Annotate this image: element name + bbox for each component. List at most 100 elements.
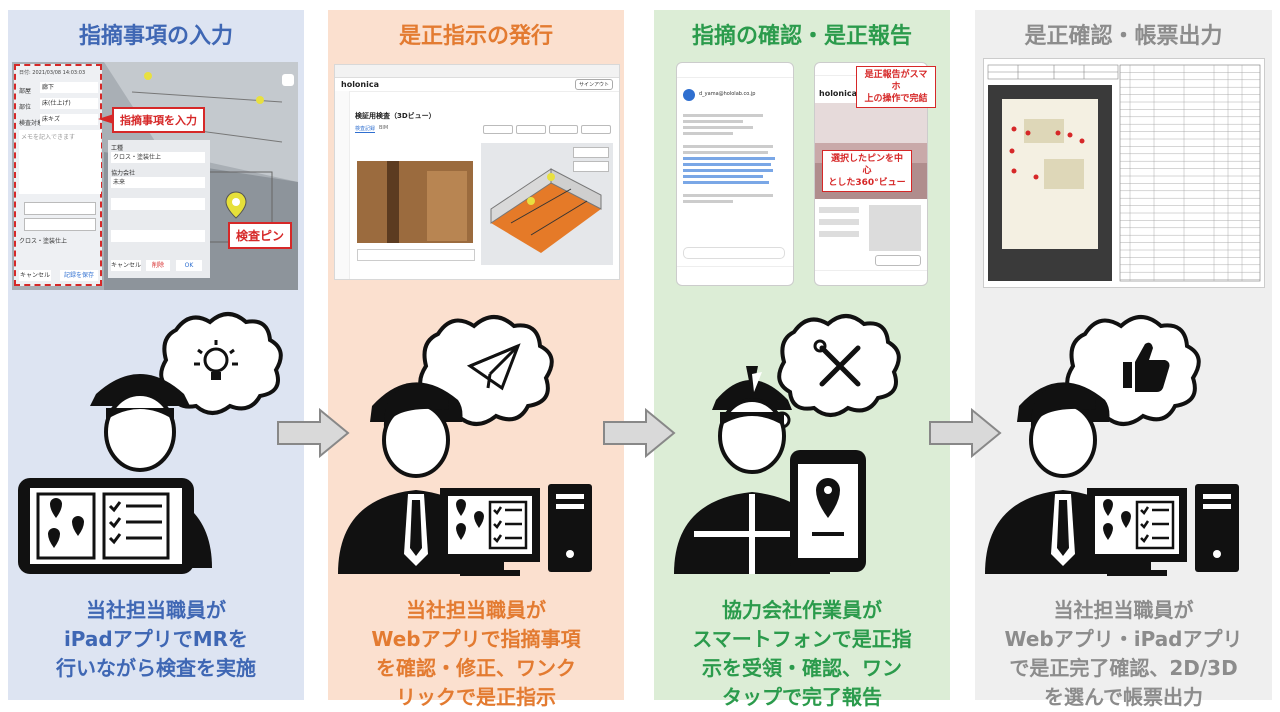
save-record-button[interactable]: 記録を保存 (60, 270, 98, 281)
floor-select[interactable] (357, 249, 475, 261)
detail-row (819, 219, 859, 225)
mail-sender: d_yama@hololab.co.jp (699, 91, 756, 97)
callout-report: 是正報告がスマホ 上の操作で完結 (856, 66, 936, 108)
floor-label: 部屋 (19, 88, 32, 95)
work-field[interactable]: クロス・塗装仕上 (111, 152, 205, 163)
flow-arrow-right-icon (277, 408, 350, 458)
panel-title: 是正指示の発行 (398, 24, 553, 49)
staff-illustration (338, 315, 592, 576)
panel-inspection-input: 指摘事項の入力 日付: 2021/03/08 14:03:03 部屋 廊下 部位… (8, 10, 304, 700)
work-label: 工種 (111, 145, 124, 152)
web-app-screenshot: holonica サインアウト 検証用検査（3Dビュー） 検査記録 BIM (334, 64, 620, 280)
cancel-button[interactable]: キャンセル (19, 270, 51, 281)
tools-icon (813, 339, 861, 387)
detail-form: 工種 クロス・塗装仕上 協力会社 未来 キャンセル 削除 OK (108, 140, 210, 278)
caption-line: で是正完了確認、2D/3D (1009, 656, 1238, 680)
view-button-1[interactable] (573, 147, 609, 158)
panel-confirm-output: 是正確認・帳票出力 (975, 10, 1272, 709)
filter-bar (483, 125, 611, 134)
part-label: 部位 (19, 104, 32, 111)
lightbulb-icon (194, 340, 238, 380)
callout-360-view: 選択したピンを中心 とした360°ビュー (822, 150, 912, 192)
date-field-2[interactable] (111, 230, 205, 242)
tab-bim[interactable]: BIM (379, 125, 389, 131)
app-header: holonica サインアウト (335, 77, 619, 92)
paper-plane-icon (466, 343, 521, 391)
flow-arrow-right-icon (603, 408, 676, 458)
avatar (683, 89, 695, 101)
caption-line: 協力会社作業員が (722, 598, 882, 622)
view-button-2[interactable] (573, 161, 609, 172)
callout-line: 上の操作で完結 (864, 94, 928, 104)
cancel-button-2[interactable]: キャンセル (111, 260, 142, 271)
flow-arrow-right-icon (929, 408, 1002, 458)
part-field[interactable]: 床(仕上げ) (40, 98, 98, 109)
app-name: holonica (819, 89, 858, 98)
ipad-mr-screenshot: 日付: 2021/03/08 14:03:03 部屋 廊下 部位 床(仕上げ) … (12, 62, 298, 290)
detail-photo (869, 205, 921, 251)
callout-line: 選択したピンを中心 (830, 154, 903, 176)
location-icon[interactable] (282, 74, 294, 86)
callout-pin: 検査ピン (228, 222, 293, 249)
caption-line: を確認・修正、ワンク (376, 656, 576, 680)
caption-line: リックで是正指示 (396, 685, 556, 709)
reply-input[interactable] (683, 247, 785, 259)
app-name: holonica (341, 80, 380, 89)
panel-title: 指摘の確認・是正報告 (691, 24, 912, 49)
filter-status[interactable] (483, 125, 513, 134)
target-field[interactable]: 床キズ (40, 114, 98, 125)
company-field[interactable]: 未来 (111, 177, 205, 188)
filter-company[interactable] (515, 125, 546, 134)
thumbs-up-icon (1123, 342, 1170, 392)
inspection-photo (357, 161, 473, 243)
caption-line: 当社担当職員が (1053, 598, 1194, 622)
callout-input: 指摘事項を入力 (112, 107, 205, 133)
sign-out-button[interactable]: サインアウト (574, 79, 613, 90)
floor-field[interactable]: 廊下 (40, 82, 98, 93)
panel-correction-order: 是正指示の発行 holonica サインアウト 検証用検査（3Dビュー） 検査記… (328, 10, 624, 709)
memo-textarea[interactable]: メモを記入できます (19, 130, 101, 194)
caption-line: 当社担当職員が (406, 598, 546, 622)
work-summary: クロス・塗装仕上 (19, 238, 68, 245)
caption-line: タップで完了報告 (722, 685, 882, 709)
bim-model (490, 168, 602, 253)
inspector-illustration (18, 312, 283, 574)
panel-confirm-report: 指摘の確認・是正報告 d_yama@hololab.co.jp holonica (654, 10, 950, 709)
page-title: 検証用検査（3Dビュー） (355, 112, 436, 120)
detail-row (819, 207, 859, 213)
filter-memo[interactable] (548, 125, 579, 134)
photo-shoot-button[interactable] (875, 255, 921, 266)
panel-caption: 協力会社作業員が スマートフォンで是正指 示を受領・確認、ワン タップで完了報告 (658, 596, 946, 712)
target-label: 検査対象 (19, 120, 44, 127)
mail-body (683, 111, 783, 206)
filter-all[interactable] (581, 125, 611, 134)
tab-record[interactable]: 検査記録 (355, 126, 376, 133)
inspection-form: 日付: 2021/03/08 14:03:03 部屋 廊下 部位 床(仕上げ) … (14, 64, 102, 286)
tool-button[interactable] (24, 218, 96, 231)
caption-line: Webアプリ・iPadアプリ (1004, 627, 1243, 651)
report-sheet-screenshot (983, 58, 1265, 288)
report-sheet (987, 64, 1261, 282)
callout-line: 是正報告がスマホ (864, 70, 928, 92)
phone-status-bar (677, 63, 793, 78)
detail-row (819, 231, 859, 237)
panel-caption: 当社担当職員が Webアプリ・iPadアプリ で是正完了確認、2D/3D を選ん… (979, 596, 1268, 712)
date-field-1[interactable] (111, 198, 205, 210)
photo-button[interactable] (24, 202, 96, 215)
caption-line: 示を受領・確認、ワン (702, 656, 902, 680)
phone-mail-screenshot: d_yama@hololab.co.jp (676, 62, 794, 286)
worker-illustration (674, 314, 901, 574)
caption-line: iPadアプリでMRを (63, 627, 249, 651)
staff-illustration-2 (985, 315, 1239, 576)
caption-line: スマートフォンで是正指 (692, 627, 912, 651)
callout-pointer (98, 114, 114, 124)
panel-caption: 当社担当職員が iPadアプリでMRを 行いながら検査を実施 (12, 596, 300, 683)
browser-toolbar (815, 270, 927, 285)
panel-title: 指摘事項の入力 (78, 24, 233, 49)
caption-line: を選んで帳票出力 (1044, 685, 1203, 709)
delete-button[interactable]: 削除 (146, 260, 170, 271)
panel-title: 是正確認・帳票出力 (1024, 24, 1223, 49)
company-label: 協力会社 (111, 170, 136, 177)
ok-button[interactable]: OK (176, 260, 202, 271)
bim-3d-view (481, 143, 613, 265)
